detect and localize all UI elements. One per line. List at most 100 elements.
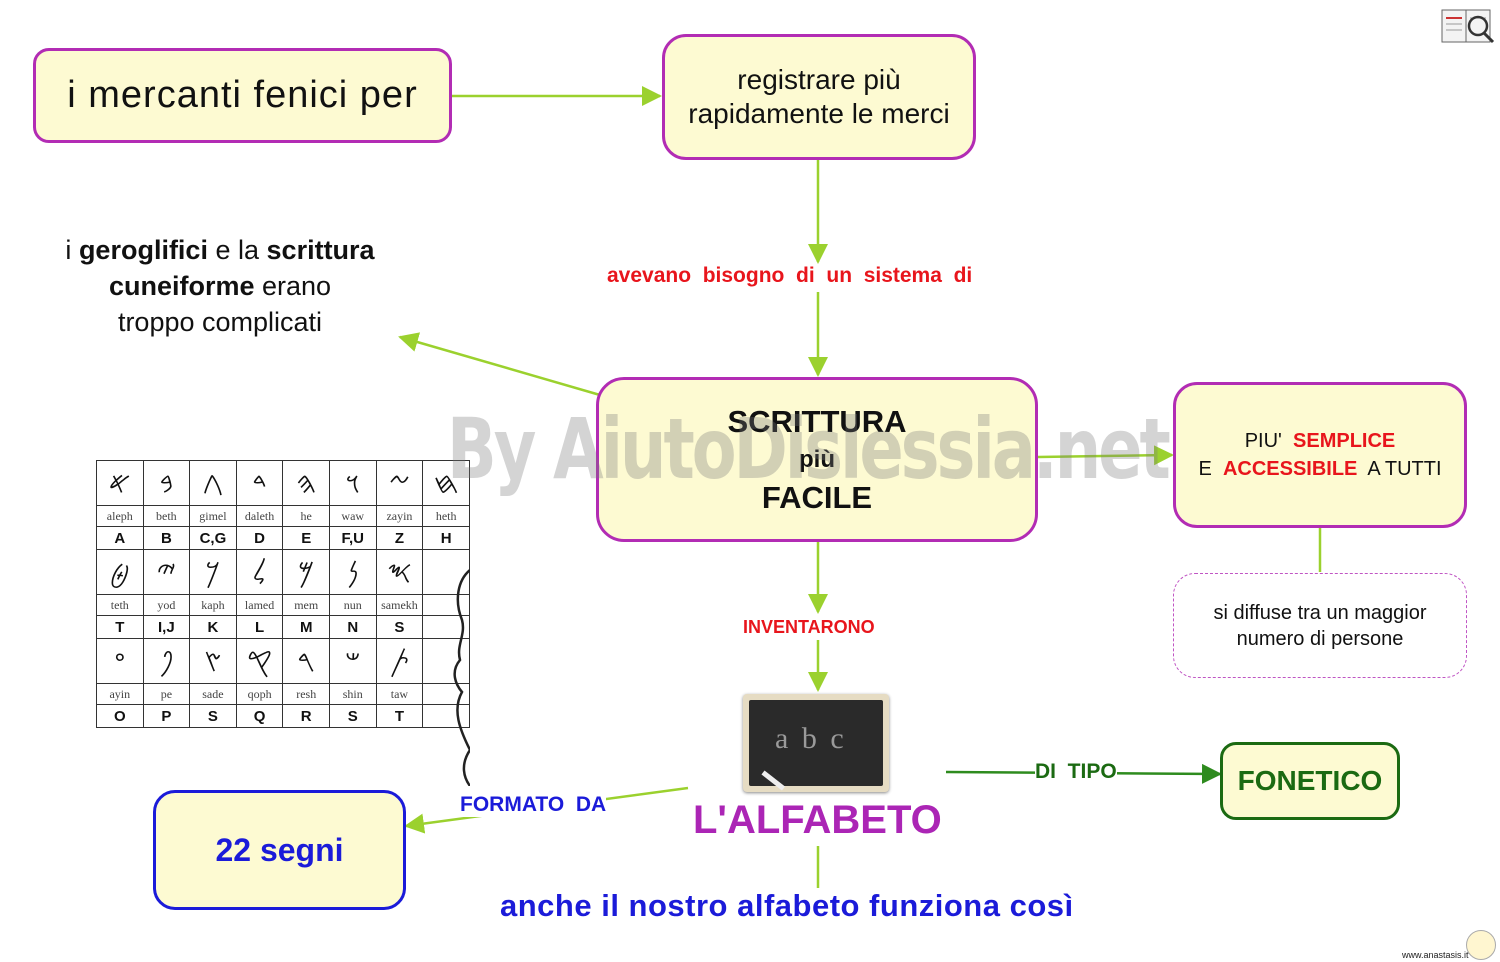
hieroglyphs-text: i geroglifici e la scrittura cuneiforme … [65, 235, 375, 337]
phoenician-cell-latin: Q [235, 704, 284, 728]
phoenician-cell-glyphs: 𐤁 [142, 460, 191, 506]
phoenician-cell-names: pe [142, 683, 191, 705]
phoenician-cell-latin: T [375, 704, 424, 728]
phoenician-cell-latin: M [282, 615, 330, 639]
phoenician-cell-names: beth [142, 505, 191, 527]
phoenician-cell-glyphs: 𐤇 [422, 460, 470, 506]
writing-line-1: SCRITTURA [727, 403, 907, 439]
merchants-text: i mercanti fenici per [67, 74, 418, 116]
phoenician-cell-glyphs: 𐤂 [189, 460, 237, 506]
register-line-2: rapidamente le merci [688, 98, 950, 129]
phoenician-cell-names: sade [189, 683, 237, 705]
phoenician-cell-latin: D [235, 526, 284, 550]
phoenician-cell-glyphs: 𐤑 [189, 638, 237, 684]
phoenician-cell-names: resh [282, 683, 330, 705]
arrow-writing-to-simpler [1037, 445, 1174, 466]
blackboard-surface: a b c [749, 700, 883, 791]
phoenician-cell-glyphs: 𐤅 [328, 460, 377, 506]
node-22-signs: 22 segni [153, 790, 406, 910]
label-needed: avevano bisogno di un sistema di [607, 264, 973, 288]
phoenician-cell-names: lamed [235, 594, 284, 616]
phoenician-cell-names: mem [282, 594, 330, 616]
book-magnifier-icon [1440, 4, 1496, 46]
phoenician-cell-latin: S [189, 704, 237, 728]
phoenician-cell-names: waw [328, 505, 377, 527]
phoenician-cell-glyphs: 𐤕 [375, 638, 424, 684]
arrow-writing-to-hieroglyphs [398, 332, 601, 397]
phoenician-cell-names: kaph [189, 594, 237, 616]
phoenician-cell-glyphs: 𐤔 [328, 638, 377, 684]
register-line-1: registrare più [737, 64, 901, 95]
phoenician-cell-latin [422, 704, 470, 728]
phoenician-cell-latin: B [142, 526, 191, 550]
phoenician-cell-latin: F,U [328, 526, 377, 550]
node-easier-writing: SCRITTURA più FACILE [596, 377, 1038, 542]
phoenician-cell-latin: O [96, 704, 144, 728]
phoenician-cell-latin: S [375, 615, 424, 639]
anastasis-logo-icon [1466, 930, 1496, 960]
phoenician-cell-names: shin [328, 683, 377, 705]
phoenician-cell-latin: A [96, 526, 144, 550]
phoenician-cell-latin: I,J [142, 615, 191, 639]
label-formed-by: FORMATO DA [460, 793, 607, 817]
writing-line-2: più [799, 445, 835, 473]
blackboard-image: a b c [743, 694, 889, 792]
phoenician-cell-latin: T [96, 615, 144, 639]
phoenician-cell-latin: S [328, 704, 377, 728]
node-spread: si diffuse tra un maggior numero di pers… [1173, 573, 1467, 678]
phoenician-cell-glyphs: 𐤀 [96, 460, 144, 506]
phoenician-cell-glyphs: 𐤒 [235, 638, 284, 684]
phoenician-cell-glyphs: 𐤃 [235, 460, 284, 506]
node-register: registrare più rapidamente le merci [662, 34, 976, 160]
phoenician-cell-latin: P [142, 704, 191, 728]
phoenician-cell-names: teth [96, 594, 144, 616]
phoenician-cell-names: samekh [375, 594, 424, 616]
phoenician-cell-names: aleph [96, 505, 144, 527]
phoenician-cell-latin: K [189, 615, 237, 639]
bottom-note: anche il nostro alfabeto funziona così [500, 888, 1074, 923]
alphabet-title: L'ALFABETO [693, 798, 942, 842]
node-phonetic: FONETICO [1220, 742, 1400, 820]
blackboard-text: a b c [775, 722, 847, 755]
phoenician-cell-names: ayin [96, 683, 144, 705]
phoenician-cell-glyphs: 𐤏 [96, 638, 144, 684]
phoenician-cell-names: yod [142, 594, 191, 616]
face-profile-drawing [453, 569, 470, 786]
node-simpler: PIU' SEMPLICE E ACCESSIBILE A TUTTI [1173, 382, 1467, 528]
label-of-type: DI TIPO [1035, 760, 1117, 784]
phoenician-cell-latin: C,G [189, 526, 237, 550]
chalk-icon [761, 770, 786, 791]
phoenician-cell-names: taw [375, 683, 424, 705]
phoenician-cell-latin: L [235, 615, 284, 639]
phoenician-cell-names: gimel [189, 505, 237, 527]
phoenician-cell-names: zayin [375, 505, 424, 527]
phoenician-cell-glyphs: 𐤓 [282, 638, 330, 684]
phoenician-cell-latin: Z [375, 526, 424, 550]
phoenician-cell-names: qoph [235, 683, 284, 705]
phoenician-cell-glyphs: 𐤊 [189, 549, 237, 595]
phoenician-cell-latin: N [328, 615, 377, 639]
phoenician-cell-glyphs: 𐤄 [282, 460, 330, 506]
phoenician-cell-glyphs: 𐤆 [375, 460, 424, 506]
label-invented: INVENTARONO [743, 617, 875, 638]
phoenician-cell-glyphs: 𐤉 [142, 549, 191, 595]
phoenician-cell-names: nun [328, 594, 377, 616]
phoenician-cell-latin: R [282, 704, 330, 728]
node-merchants: i mercanti fenici per [33, 48, 452, 143]
phoenician-cell-glyphs: 𐤈 [96, 549, 144, 595]
phoenician-cell-glyphs: 𐤐 [142, 638, 191, 684]
phoenician-cell-glyphs: 𐤎 [375, 549, 424, 595]
phoenician-cell-latin: E [282, 526, 330, 550]
phoenician-cell-glyphs: 𐤍 [328, 549, 377, 595]
footer-url: www.anastasis.it [1402, 950, 1469, 960]
watermark: By AiutoDislessia.net [446, 400, 1171, 498]
